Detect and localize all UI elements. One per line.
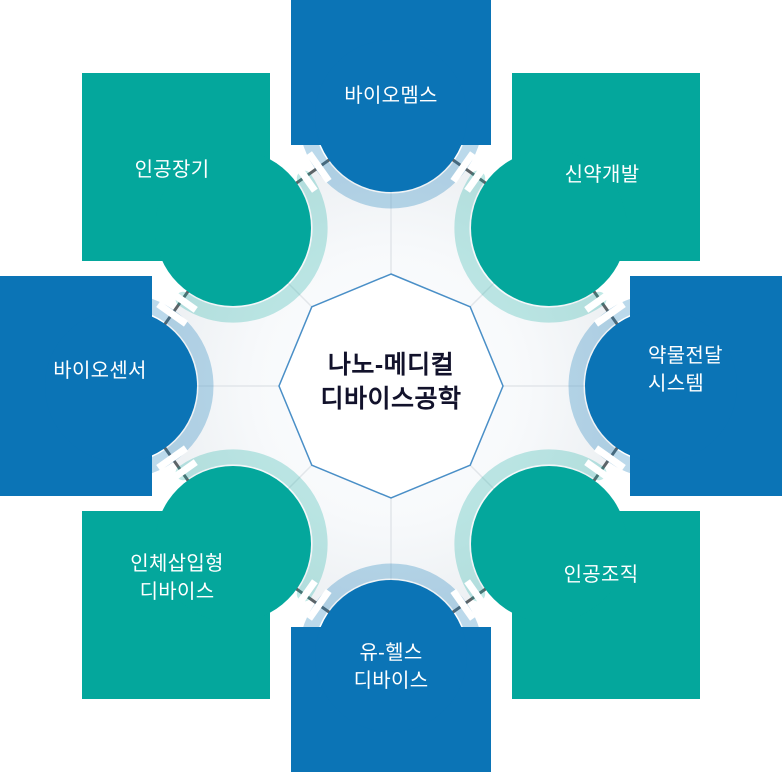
block-uhealth-device-bulge	[315, 580, 467, 732]
block-biomems-bulge	[315, 40, 467, 192]
label-biomems: 바이오멤스	[344, 85, 438, 107]
block-artificial-tissue-bulge	[471, 466, 627, 622]
label-artificial-organ: 인공장기	[134, 159, 210, 181]
center-title-line2: 디바이스공학	[320, 385, 462, 413]
block-biosensor-bulge	[45, 310, 197, 462]
block-drug-delivery-bulge	[585, 310, 737, 462]
label-artificial-tissue: 인공조직	[563, 564, 639, 586]
label-biosensor: 바이오센서	[53, 360, 147, 382]
center-title: 나노-메디컬 디바이스공학	[320, 348, 461, 416]
label-drug-development: 신약개발	[564, 164, 640, 186]
center-title-line1: 나노-메디컬	[327, 351, 455, 379]
